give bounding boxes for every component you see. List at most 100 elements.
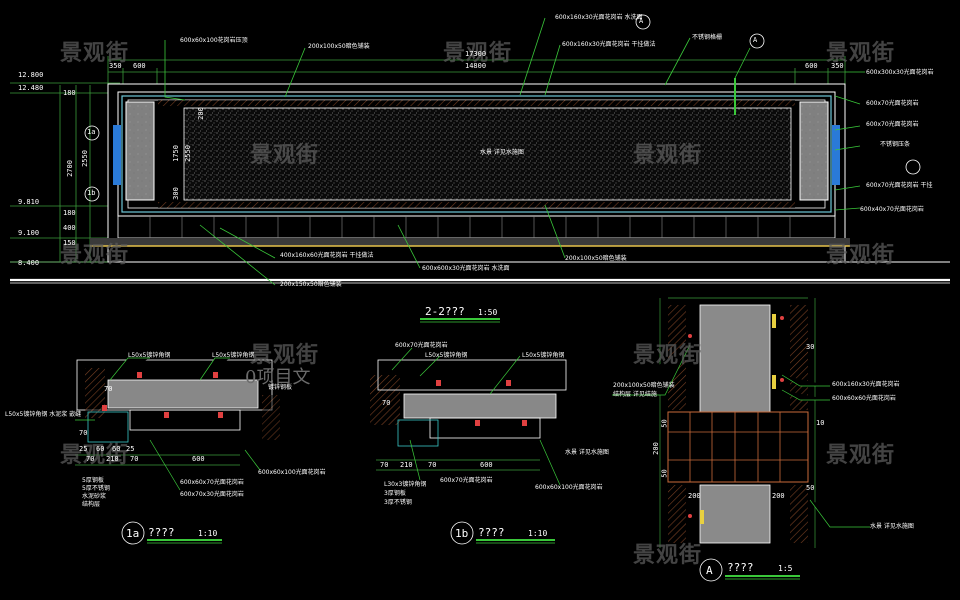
section-marker-label: 1b (87, 189, 96, 197)
callout: 600x600x30光面花岗岩 水洗面 (422, 265, 510, 272)
dimension-text: 70 (86, 455, 95, 463)
dimension-text: 2550 (183, 145, 192, 162)
dimension-text: 200 (772, 492, 785, 500)
section-marker-label: 1a (87, 128, 96, 136)
callout: 600x160x30光面花岗岩 干挂做法 (562, 41, 656, 48)
watermark: 景观街 (633, 343, 703, 368)
dimension-text: 210 (400, 461, 413, 469)
detail-note: 水景 详见水施图 (565, 449, 609, 456)
elevation-label: 9.100 (18, 229, 40, 237)
detail-note: 3厚钢板 (384, 490, 406, 497)
detail-note: 3厚不锈钢 (384, 499, 412, 506)
dimension-text: 60 (96, 445, 105, 453)
elevation-label: 12.800 (18, 71, 44, 79)
callout: 600x40x70光面花岗岩 (860, 206, 924, 213)
section-marker-label: A (753, 36, 758, 44)
detail-tag: 1b (455, 527, 469, 540)
detail-note: L50x5镀锌角钢 (212, 352, 255, 359)
dimension-text: 10 (816, 419, 825, 427)
dimension-text: 25 (126, 445, 135, 453)
callout: 200x100x50暗色铺装 (565, 255, 627, 262)
watermark: 景观街 (443, 41, 513, 66)
dimension-text: 2550 (80, 150, 89, 167)
detail-note: 600x70光面花岗岩 (395, 342, 448, 349)
background-text: 0项目文 (245, 367, 311, 388)
callout: 不锈钢压条 (880, 141, 911, 148)
dimension-text: 70 (382, 399, 391, 407)
detail-note: 200x100x50暗色铺装 (613, 382, 675, 389)
watermark: 景观街 (633, 543, 703, 568)
watermark: 景观街 (60, 443, 130, 468)
detail-note: L50x5镀锌角钢 (425, 352, 468, 359)
dimension-text: 150 (63, 239, 76, 247)
dimension-text: 180 (63, 89, 76, 97)
section-scale: 1:50 (478, 308, 498, 317)
dimension-text: 25 (79, 445, 88, 453)
watermark: 景观街 (60, 41, 130, 66)
dimension-text: 70 (79, 429, 88, 437)
detail-note: 5厚不锈钢 (82, 485, 110, 492)
dimension-text: 50 (806, 484, 815, 492)
callout: 600x160x30光面花岗岩 水洗面 (555, 14, 643, 21)
dimension-text: 50 (660, 469, 669, 478)
detail-note: 600x60x70光面花岗岩 (180, 479, 244, 486)
detail-scale: 1:10 (198, 529, 218, 538)
callout: 200x100x50暗色铺装 (308, 43, 370, 50)
dimension-text: 70 (380, 461, 389, 469)
detail-title: ???? (478, 526, 505, 539)
dimension-text: 30 (806, 343, 815, 351)
dimension-text: 70 (428, 461, 437, 469)
callout: 不锈钢格栅 (692, 34, 723, 41)
dimension-text: 60 (112, 445, 121, 453)
watermark: 景观街 (60, 243, 130, 268)
dimension-text: 70 (130, 455, 139, 463)
detail-note: 镀锌钢板 (268, 384, 293, 391)
callout: 600x70光面花岗岩 干挂 (866, 182, 933, 189)
pool-label: 水景 详见水施图 (480, 149, 524, 156)
watermark: 景观街 (826, 41, 896, 66)
detail-note: L50x5镀锌角钢 (128, 352, 171, 359)
section-title: 2-2??? (425, 305, 465, 318)
watermark: 景观街 (633, 143, 703, 168)
watermark: 景观街 (250, 343, 320, 368)
dimension-text: 180 (63, 209, 76, 217)
watermark: 景观街 (826, 443, 896, 468)
detail-note: 600x60x100光面花岗岩 (535, 484, 603, 491)
dimension-text: 200 (688, 492, 701, 500)
detail-note: L50x5镀锌角钢 水泥浆 嵌缝 (5, 411, 82, 418)
detail-1a (75, 357, 280, 545)
detail-note: 结构层 (82, 501, 101, 508)
callout: 200x150x50暗色铺装 (280, 281, 342, 288)
callout: 600x60x100花岗岩压顶 (180, 37, 248, 44)
dimension-text: 2700 (65, 160, 74, 177)
dimension-text: 50 (660, 419, 669, 428)
dimension-text: 600 (192, 455, 205, 463)
detail-note: L50x5镀锌角钢 (522, 352, 565, 359)
detail-note: L30x3镀锌角钢 (384, 481, 427, 488)
elevation-label: 9.810 (18, 198, 40, 206)
section-markers (84, 14, 921, 202)
watermark: 景观街 (826, 243, 896, 268)
callout: 600x70光面花岗岩 (866, 121, 919, 128)
dimension-text: 600 (133, 62, 146, 70)
detail-note: 结构层 详见结施 (613, 391, 657, 398)
elevation-view (10, 56, 950, 284)
dimension-text: 200 (196, 107, 205, 120)
dimension-text: 200 (651, 442, 660, 455)
detail-note: 600x160x30光面花岗岩 (832, 381, 900, 388)
dimension-text: 70 (104, 385, 113, 393)
watermark: 景观街 (250, 143, 320, 168)
dimension-text: 1750 (171, 145, 180, 162)
detail-title: ???? (148, 526, 175, 539)
elevation-label: 8.400 (18, 259, 40, 267)
callout: 400x160x60光面花岗岩 干挂做法 (280, 252, 374, 259)
dimension-text: 350 (831, 62, 844, 70)
detail-title: ???? (727, 561, 754, 574)
section-marker-label: A (639, 17, 644, 25)
detail-note: 600x60x60光面花岗岩 (832, 395, 896, 402)
total-dimension: 17300 (465, 50, 487, 58)
dimension-text: 600 (480, 461, 493, 469)
dimension-text: 400 (63, 224, 76, 232)
detail-note: 5厚钢板 (82, 477, 104, 484)
